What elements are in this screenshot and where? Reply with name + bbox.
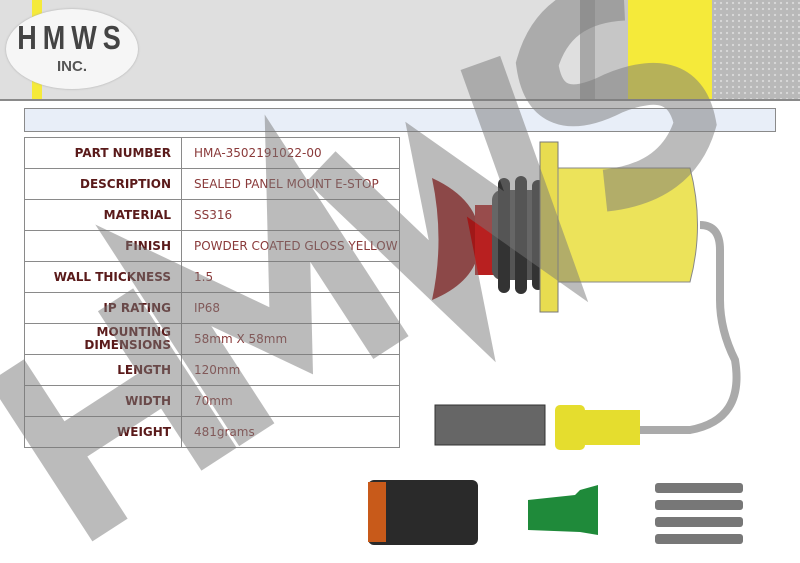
mounting-flange-icon — [539, 141, 559, 313]
receptacle-icon — [368, 480, 478, 545]
housing-icon — [557, 167, 698, 283]
company-logo: HMWS INC. — [6, 9, 138, 89]
connector-icon — [434, 404, 546, 446]
estop-button-icon — [432, 178, 480, 300]
cable-strain-relief-icon — [555, 405, 585, 450]
contact-pins-icon — [655, 483, 743, 544]
cable-boot-icon — [585, 410, 640, 445]
dot-pattern — [712, 0, 800, 99]
bellows-icon — [492, 176, 544, 294]
cable-icon — [610, 221, 741, 434]
logo-name: HMWS — [17, 19, 127, 57]
wedge-lock-icon — [528, 485, 598, 535]
logo-sub: INC. — [57, 58, 87, 75]
receptacle-seal-icon — [368, 482, 386, 542]
